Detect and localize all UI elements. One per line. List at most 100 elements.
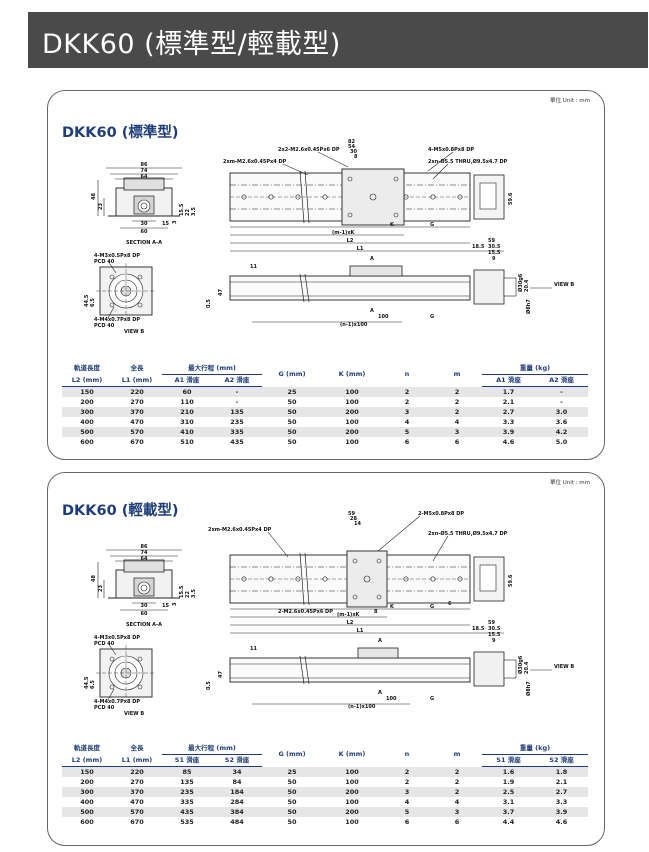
dimension-label: VIEW B [554, 282, 574, 288]
dimension-label: 20.4 [524, 279, 530, 292]
dimension-label: 11 [250, 264, 257, 270]
table-cell: 535 [180, 818, 194, 826]
table-cell: - [560, 398, 563, 406]
dimension-label: 30 [141, 603, 148, 609]
table-cell: 570 [112, 427, 162, 437]
table-cell: 50 [287, 438, 297, 446]
hole-symbol [322, 194, 328, 200]
dimension-label: G [430, 222, 434, 228]
table-cell: 1.9 [502, 778, 515, 786]
table-cell: 3.9 [482, 427, 535, 437]
dimension-label: G [430, 696, 434, 702]
dimension-label: A [378, 690, 382, 696]
table-cell: 84 [232, 778, 242, 786]
unit-label: 單位 Unit : mm [549, 480, 590, 486]
table-cell: 500 [62, 807, 112, 817]
table-cell: 670 [130, 818, 144, 826]
table-cell: 4 [454, 798, 460, 806]
dimension-label: VIEW B [124, 329, 144, 335]
table-cell: 60 [162, 386, 212, 397]
col-stroke-a2: A2 滑座 [224, 376, 250, 384]
table-cell: 100 [322, 386, 382, 397]
hole-symbol [369, 193, 377, 201]
table-cell: 3.0 [535, 407, 588, 417]
table-cell: 135 [180, 778, 194, 786]
table-cell: 200 [322, 807, 382, 817]
table-cell: 50 [287, 398, 297, 406]
dimension-label: 15 [162, 603, 169, 609]
table-cell: 5 [382, 807, 432, 817]
dimension-label: 8 [354, 154, 358, 160]
section-title: DKK60 (標準型) [62, 125, 179, 141]
table-cell: 184 [212, 787, 262, 797]
drawing-line [304, 655, 310, 685]
hole-symbol [268, 194, 274, 200]
hole-symbol [109, 302, 115, 308]
dimension-label: 60 [141, 611, 148, 617]
col-max-stroke: 最大行程 (mm) [188, 364, 236, 372]
col-weight: 重量 (kg) [519, 744, 551, 752]
table-cell: 435 [230, 438, 244, 446]
table-cell: 3.3 [555, 798, 568, 806]
dimension-label: 18.5 [472, 244, 485, 250]
hole-symbol [403, 576, 409, 582]
table-cell: 510 [180, 438, 194, 446]
table-cell: 3.7 [482, 807, 535, 817]
hole-symbol [109, 656, 115, 662]
drawing-line [107, 688, 115, 701]
table-cell: 270 [130, 398, 144, 406]
dimension-label: K [390, 604, 395, 610]
drawing-line [299, 170, 305, 224]
dimension-label: 100 [378, 314, 389, 320]
col-max-stroke: 最大行程 (mm) [188, 744, 236, 752]
drawing-shape [473, 651, 505, 687]
dimension-label: 15 [162, 221, 169, 227]
dimension-label: 74 [141, 550, 148, 556]
hole-symbol [430, 194, 436, 200]
table-cell: 50 [262, 407, 322, 417]
dimension-label: 54 [348, 144, 355, 150]
hole-symbol [137, 302, 143, 308]
col-weight-a2: A2 滑座 [549, 376, 574, 384]
table-cell: 484 [230, 818, 244, 826]
table-cell: 370 [112, 787, 162, 797]
dimension-label: L1 [357, 246, 364, 252]
spec-table: 軌道長度 全長 最大行程 (mm) G (mm) K (mm) n m 重量 (… [62, 743, 588, 827]
hole-symbol [241, 576, 247, 582]
dimension-label: 2-M5x0.8Px8 DP [418, 511, 464, 517]
table-cell: 4.4 [502, 818, 515, 826]
dimension-label: 15.5 [488, 250, 501, 256]
dimension-label: 15.5 [179, 203, 185, 216]
table-cell: 6 [404, 438, 410, 446]
drawing-line [299, 655, 305, 685]
dimension-label: 0.5 [206, 681, 212, 690]
table-cell: 400 [80, 418, 94, 426]
dimension-label: 6.5 [90, 298, 96, 307]
hole-symbol [295, 194, 301, 200]
drawing-line [304, 273, 310, 303]
dimension-label: L1 [357, 628, 364, 634]
dimension-label: 23 [98, 585, 104, 592]
table-cell: 2.1 [555, 778, 568, 786]
drawing-shape [503, 277, 517, 297]
table-cell: 3 [432, 807, 482, 817]
drawing-line [427, 151, 454, 172]
hole-symbol [376, 558, 382, 564]
dimension-label: 6 [448, 601, 452, 607]
dimension-label: 64 [141, 556, 148, 562]
table-cell: 100 [345, 818, 359, 826]
dimension-label: 4-M5x0.8Px8 DP [428, 147, 474, 153]
table-cell: 2 [404, 398, 410, 406]
dimension-label: PCD 40 [94, 641, 115, 647]
table-cell: 220 [112, 386, 162, 397]
table-cell: 4 [454, 418, 460, 426]
table-cell: 6 [454, 438, 460, 446]
table-cell: 500 [62, 427, 112, 437]
dimension-label: 4-M4x0.7Px8 DP [94, 317, 140, 323]
table-cell: 370 [112, 407, 162, 417]
